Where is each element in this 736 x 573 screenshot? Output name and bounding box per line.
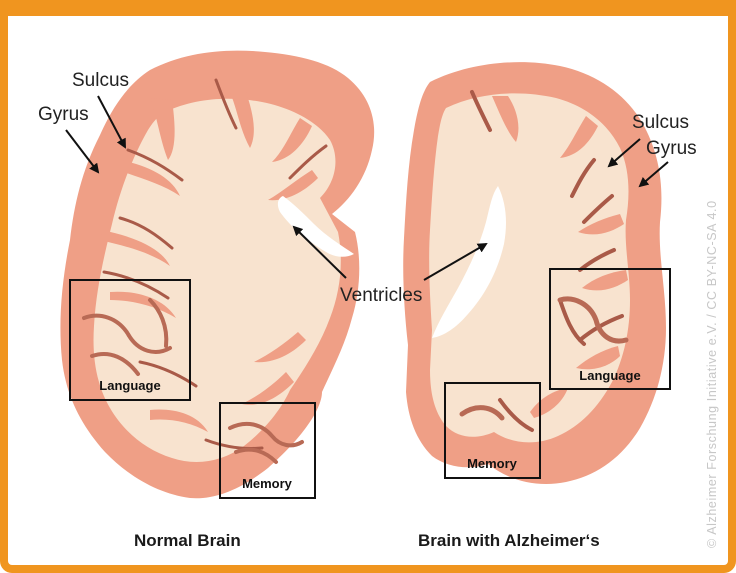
- alz-language-label: Language: [579, 368, 640, 383]
- copyright-credit: © Alzheimer Forschung Initiative e.V. / …: [705, 200, 719, 548]
- normal-language-label: Language: [99, 378, 160, 393]
- gyrus-label-left: Gyrus: [38, 104, 89, 125]
- sulcus-label-left: Sulcus: [72, 70, 129, 91]
- ventricles-label: Ventricles: [340, 285, 422, 306]
- normal-brain-illustration: [60, 51, 374, 499]
- gyrus-label-right: Gyrus: [646, 138, 697, 159]
- alzheimers-brain-caption: Brain with Alzheimer‘s: [418, 531, 600, 551]
- alz-brain-white-matter: [429, 93, 630, 442]
- alz-memory-label: Memory: [467, 456, 518, 471]
- normal-brain-caption: Normal Brain: [134, 531, 241, 551]
- normal-memory-label: Memory: [242, 476, 293, 491]
- sulcus-label-right: Sulcus: [632, 112, 689, 133]
